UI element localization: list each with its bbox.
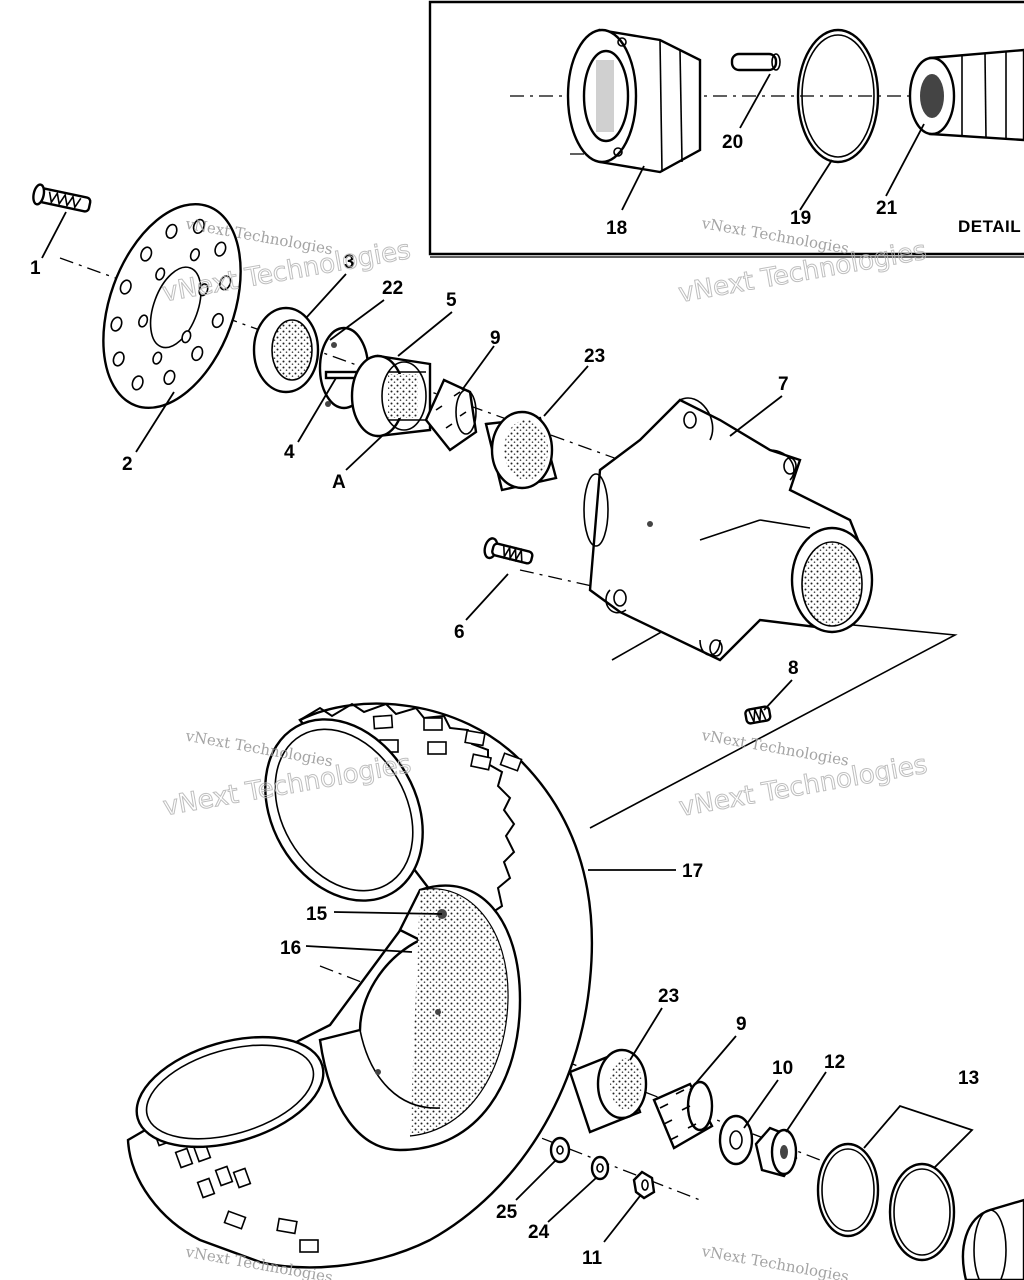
callout-11: 11 — [582, 1248, 603, 1269]
callout-23-upper: 23 — [584, 346, 605, 367]
tire-part-17 — [126, 702, 594, 1269]
callout-16: 16 — [280, 938, 301, 959]
callout-9-lower: 9 — [736, 1014, 747, 1035]
seal-part-3 — [252, 306, 320, 394]
lock-washer-part-24 — [590, 1155, 610, 1181]
o-ring-part-19 — [796, 28, 880, 164]
callout-12: 12 — [824, 1052, 845, 1073]
callout-9-upper: 9 — [490, 328, 501, 349]
callout-22: 22 — [382, 278, 403, 299]
callout-A: A — [332, 472, 346, 493]
callout-24: 24 — [528, 1222, 550, 1243]
watermark-small: vNext Technologies — [699, 726, 850, 770]
tapered-bearing-part-9-lower — [652, 1080, 714, 1150]
callout-15: 15 — [306, 904, 328, 925]
callout-18: 18 — [606, 218, 627, 239]
callout-6: 6 — [454, 622, 465, 643]
callout-labels: 1 2 3 4 5 6 7 8 9 9 10 11 12 13 15 16 17… — [30, 132, 1021, 1269]
castle-nut-part-12 — [754, 1126, 798, 1178]
bearing-cup-part-23-upper — [484, 410, 558, 492]
nut-part-11 — [632, 1170, 656, 1200]
callout-8: 8 — [788, 658, 799, 679]
washer-part-25 — [549, 1136, 571, 1164]
callout-19: 19 — [790, 208, 811, 229]
brake-disc-part-2 — [102, 202, 242, 410]
callout-5: 5 — [446, 290, 457, 311]
callout-7: 7 — [778, 374, 789, 395]
hub-cap — [961, 1198, 1024, 1280]
detail-label: DETAIL — [958, 217, 1021, 236]
cap-nut-part-21 — [908, 48, 1024, 142]
callout-3: 3 — [344, 252, 355, 273]
callout-1: 1 — [30, 258, 41, 279]
clutch-assembly-part-5 — [350, 354, 432, 438]
callout-4: 4 — [284, 442, 295, 463]
watermark-small: vNext Technologies — [699, 1242, 850, 1280]
callout-25: 25 — [496, 1202, 518, 1223]
hub-part-7 — [583, 397, 874, 662]
callout-21: 21 — [876, 198, 898, 219]
bolt-part-1 — [32, 183, 92, 213]
detail-inset — [428, 0, 1024, 258]
callout-13: 13 — [958, 1068, 979, 1089]
leader-lines — [41, 211, 827, 1243]
tapered-bearing-part-9-upper — [424, 378, 478, 452]
callout-2: 2 — [122, 454, 133, 475]
bearing-cup-part-23-lower — [568, 1048, 648, 1134]
callout-10: 10 — [772, 1058, 793, 1079]
pin-part-20 — [730, 52, 781, 72]
callout-20: 20 — [722, 132, 743, 153]
callout-17: 17 — [682, 861, 703, 882]
callout-23-lower: 23 — [658, 986, 679, 1007]
o-rings-part-13 — [816, 1104, 974, 1262]
set-screw-part-8 — [744, 705, 772, 725]
watermark-small: vNext Technologies — [699, 214, 850, 258]
screw-part-6 — [483, 537, 534, 565]
locking-collar-part-18 — [566, 28, 702, 174]
wheel-rim-part-16 — [318, 884, 522, 1152]
